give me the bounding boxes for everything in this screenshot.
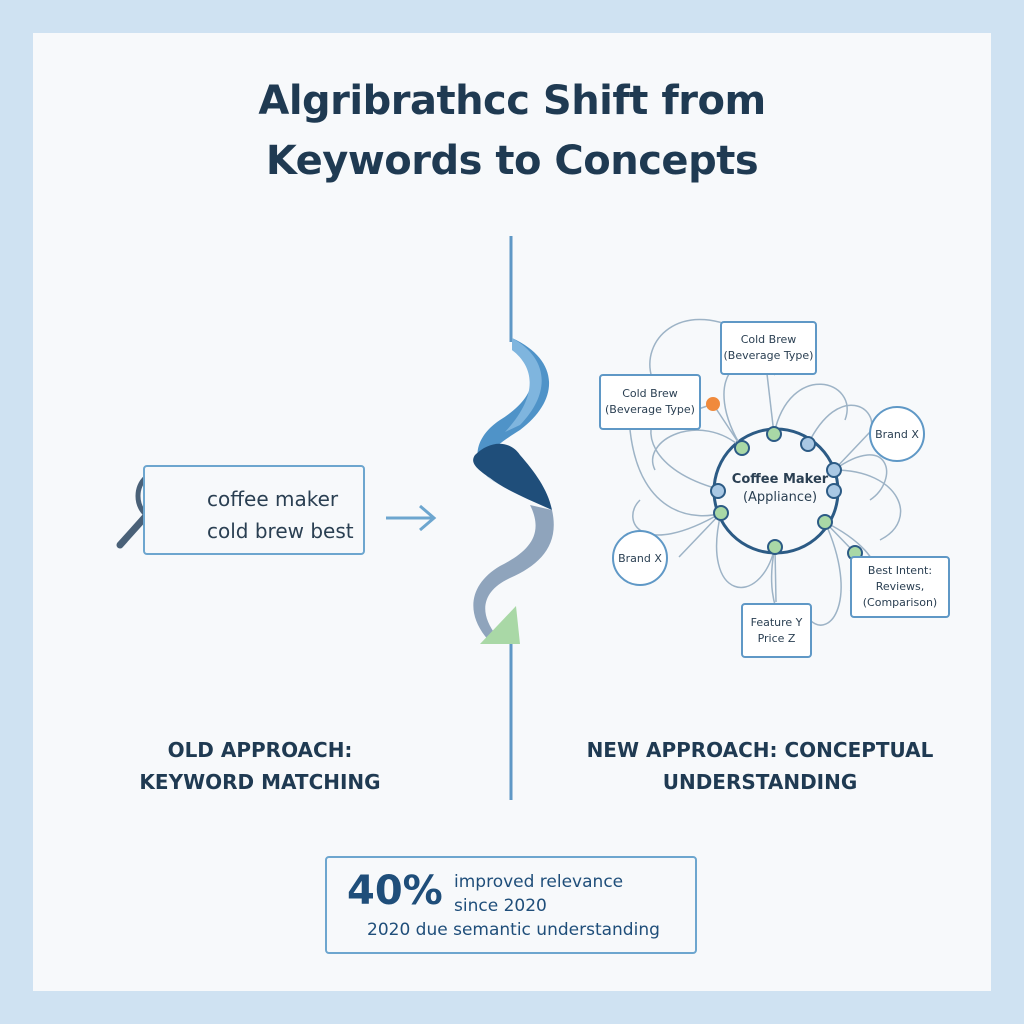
node-label: Cold Brew: [622, 387, 678, 400]
concept-node-brand-x-left: Brand X: [612, 530, 668, 586]
concept-node-feature-price: Feature Y Price Z: [741, 603, 812, 658]
concept-node-brand-x-right: Brand X: [869, 406, 925, 462]
transformation-ribbon: [473, 338, 554, 644]
concept-hub-coffee-maker: Coffee Maker (Appliance): [716, 433, 844, 545]
old-approach-caption: OLD APPROACH: KEYWORD MATCHING: [110, 734, 410, 798]
new-approach-caption: NEW APPROACH: CONCEPTUAL UNDERSTANDING: [580, 734, 940, 798]
search-query-line-1: coffee maker: [207, 487, 339, 511]
old-caption-line-2: KEYWORD MATCHING: [139, 770, 381, 794]
stat-text-line-3: 2020 due semantic understanding: [367, 920, 660, 940]
stat-text-line-1: improved relevance: [454, 872, 624, 892]
page-title-line-2: Keywords to Concepts: [265, 138, 759, 184]
hub-subtitle: (Appliance): [742, 490, 818, 505]
ribbon-segment-grey: [473, 505, 554, 642]
ribbon-arrow-tip: [480, 606, 520, 644]
stat-callout: 40% improved relevance since 2020 2020 d…: [325, 856, 697, 954]
page-title-line-1: Algribrathcc Shift from: [258, 78, 766, 124]
hub-title: Coffee Maker: [731, 472, 829, 487]
node-dot: [766, 426, 782, 442]
node-dot: [817, 514, 833, 530]
node-sublabel: (Beverage Type): [723, 349, 814, 362]
new-caption-line-1: NEW APPROACH: CONCEPTUAL: [586, 738, 934, 762]
node-dot: [826, 483, 842, 499]
keyword-search-box: coffee maker cold brew best: [143, 465, 365, 555]
node-dot: [734, 440, 750, 456]
old-caption-line-1: OLD APPROACH:: [167, 738, 353, 762]
network-dots: [706, 397, 863, 561]
node-dot: [826, 462, 842, 478]
node-sublabel: (Beverage Type): [605, 403, 695, 416]
node-dot: [710, 483, 726, 499]
node-dot-highlight: [706, 397, 720, 411]
node-dot: [767, 539, 783, 555]
stat-text-line-2: since 2020: [454, 896, 547, 916]
node-sublabel: (Comparison): [862, 596, 938, 609]
node-sublabel: Reviews,: [875, 580, 925, 593]
concept-node-best-intent: Best Intent: Reviews, (Comparison): [850, 556, 950, 618]
stat-value: 40%: [347, 868, 443, 914]
concept-node-cold-brew-left: Cold Brew (Beverage Type): [599, 374, 701, 430]
ribbon-highlight: [505, 338, 542, 432]
node-label: Feature Y: [750, 615, 803, 629]
node-label: Cold Brew: [740, 333, 797, 346]
arrow-right-icon: [386, 504, 437, 532]
ribbon-segment-light: [477, 338, 550, 485]
concept-node-cold-brew-top: Cold Brew (Beverage Type): [720, 321, 817, 375]
ribbon-segment-dark: [473, 443, 552, 510]
node-dot: [800, 436, 816, 452]
node-label: Best Intent:: [867, 564, 933, 577]
node-sublabel: Price Z: [757, 631, 796, 645]
new-caption-line-2: UNDERSTANDING: [662, 770, 858, 794]
search-query-line-2: cold brew best: [207, 519, 354, 543]
node-dot: [713, 505, 729, 521]
